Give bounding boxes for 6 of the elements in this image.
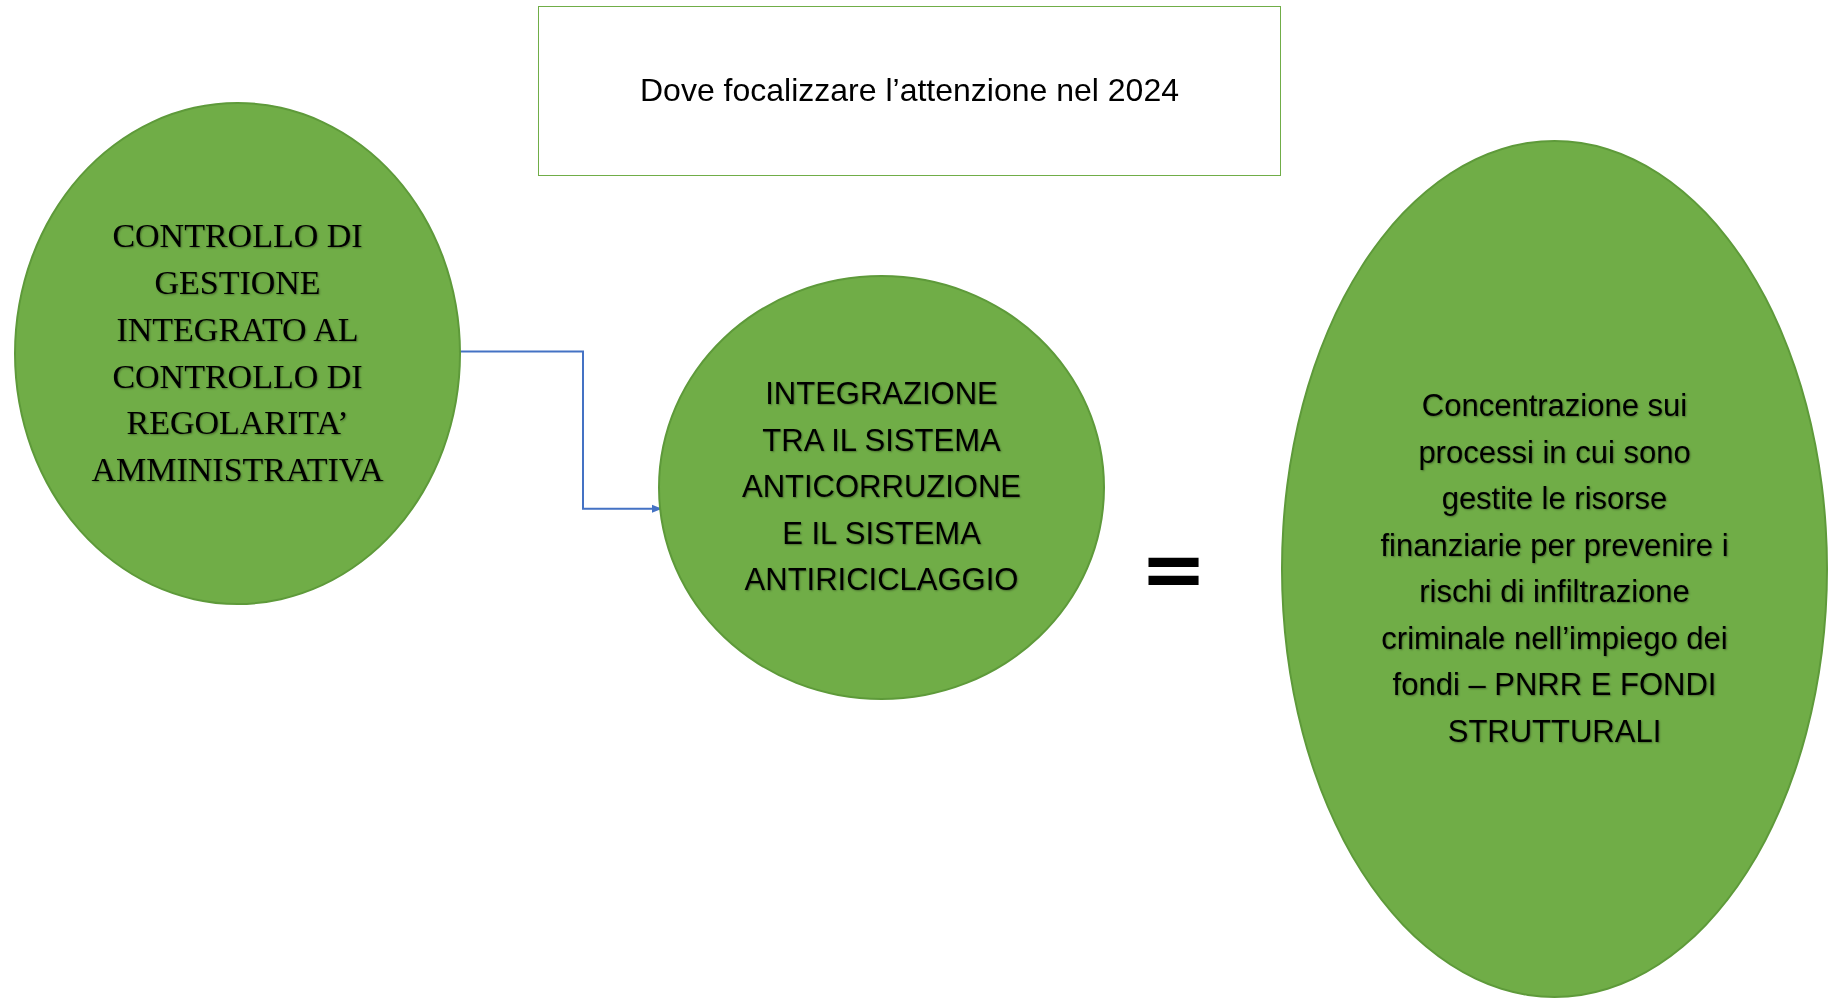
title-box [538,6,1281,176]
node-text: CONTROLLO DI GESTIONE INTEGRATO AL CONTROLLO DI REGOLARITA’ AMMINISTRATIVA [91,215,384,491]
node-text: INTEGRAZIONE TRA IL SISTEMA ANTICORRUZIONE E IL SISTEMA ANTIRICICLAGGIO [742,375,1021,600]
node-text: Concentrazione sui processi in cui sono gestite le risorse finanziarie per prevenire i rischi di infiltrazione criminale nell’impiego dei fondi – PNRR E FONDI STRUTTURALI [1379,387,1730,751]
equals-sign: = [1140,530,1208,610]
title-text: Dove focalizzare l’attenzione nel 2024 [640,71,1179,111]
